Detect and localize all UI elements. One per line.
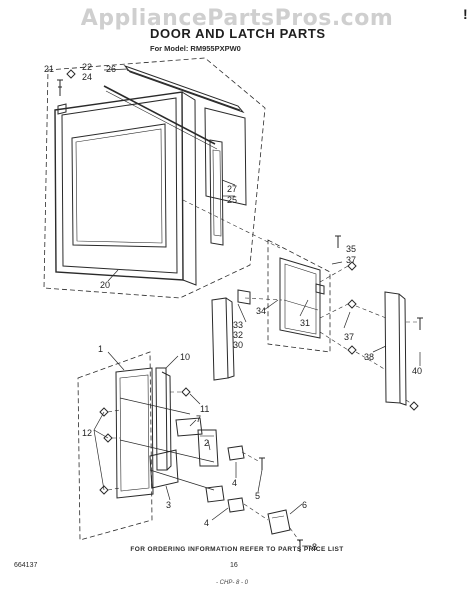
callout-numbers: 21 22 24 26 27 25 20 35 37 34 31 33 32 3…: [44, 62, 422, 552]
door-panel-assembly: [43, 57, 266, 299]
callout-7: 7: [196, 414, 201, 424]
callout-33: 33: [233, 320, 243, 330]
callout-38: 38: [364, 352, 374, 362]
callout-37-mid: 37: [344, 332, 354, 342]
model-label: For Model: RM955PXPW0: [150, 44, 241, 53]
corner-mark: !: [463, 6, 468, 22]
callout-2: 2: [204, 438, 209, 448]
callout-32: 32: [233, 330, 243, 340]
callout-5: 5: [255, 491, 260, 501]
document-code: 664137: [14, 562, 38, 569]
callout-22: 22: [82, 62, 92, 72]
bottom-code: - CHP- 8 - 0: [216, 580, 249, 586]
callout-leaders: [93, 68, 421, 547]
callout-37-top: 37: [346, 255, 356, 265]
callout-4-upper: 4: [232, 478, 237, 488]
callout-21: 21: [44, 64, 54, 74]
page-number: 16: [230, 562, 238, 569]
lower-latch-mechanism: [77, 351, 303, 552]
callout-24: 24: [82, 72, 92, 82]
callout-11: 11: [200, 404, 209, 414]
callout-12: 12: [82, 428, 92, 438]
callout-8: 8: [312, 542, 317, 552]
callout-4-lower: 4: [204, 518, 209, 528]
callout-35: 35: [346, 244, 356, 254]
page-title: DOOR AND LATCH PARTS: [150, 26, 326, 41]
callout-6: 6: [302, 500, 307, 510]
watermark-text: AppliancePartsPros.com: [80, 6, 394, 31]
callout-20: 20: [100, 280, 110, 290]
callout-25: 25: [227, 195, 237, 205]
callout-26: 26: [106, 64, 116, 74]
callout-3: 3: [166, 500, 171, 510]
ordering-info-note: FOR ORDERING INFORMATION REFER TO PARTS …: [130, 546, 344, 553]
callout-1: 1: [98, 344, 103, 354]
callout-34: 34: [256, 306, 266, 316]
latch-hinge-assembly: [182, 199, 423, 411]
callout-30: 30: [233, 340, 243, 350]
callout-10: 10: [180, 352, 190, 362]
callout-31: 31: [300, 318, 310, 328]
callout-40: 40: [412, 366, 422, 376]
callout-27: 27: [227, 184, 237, 194]
